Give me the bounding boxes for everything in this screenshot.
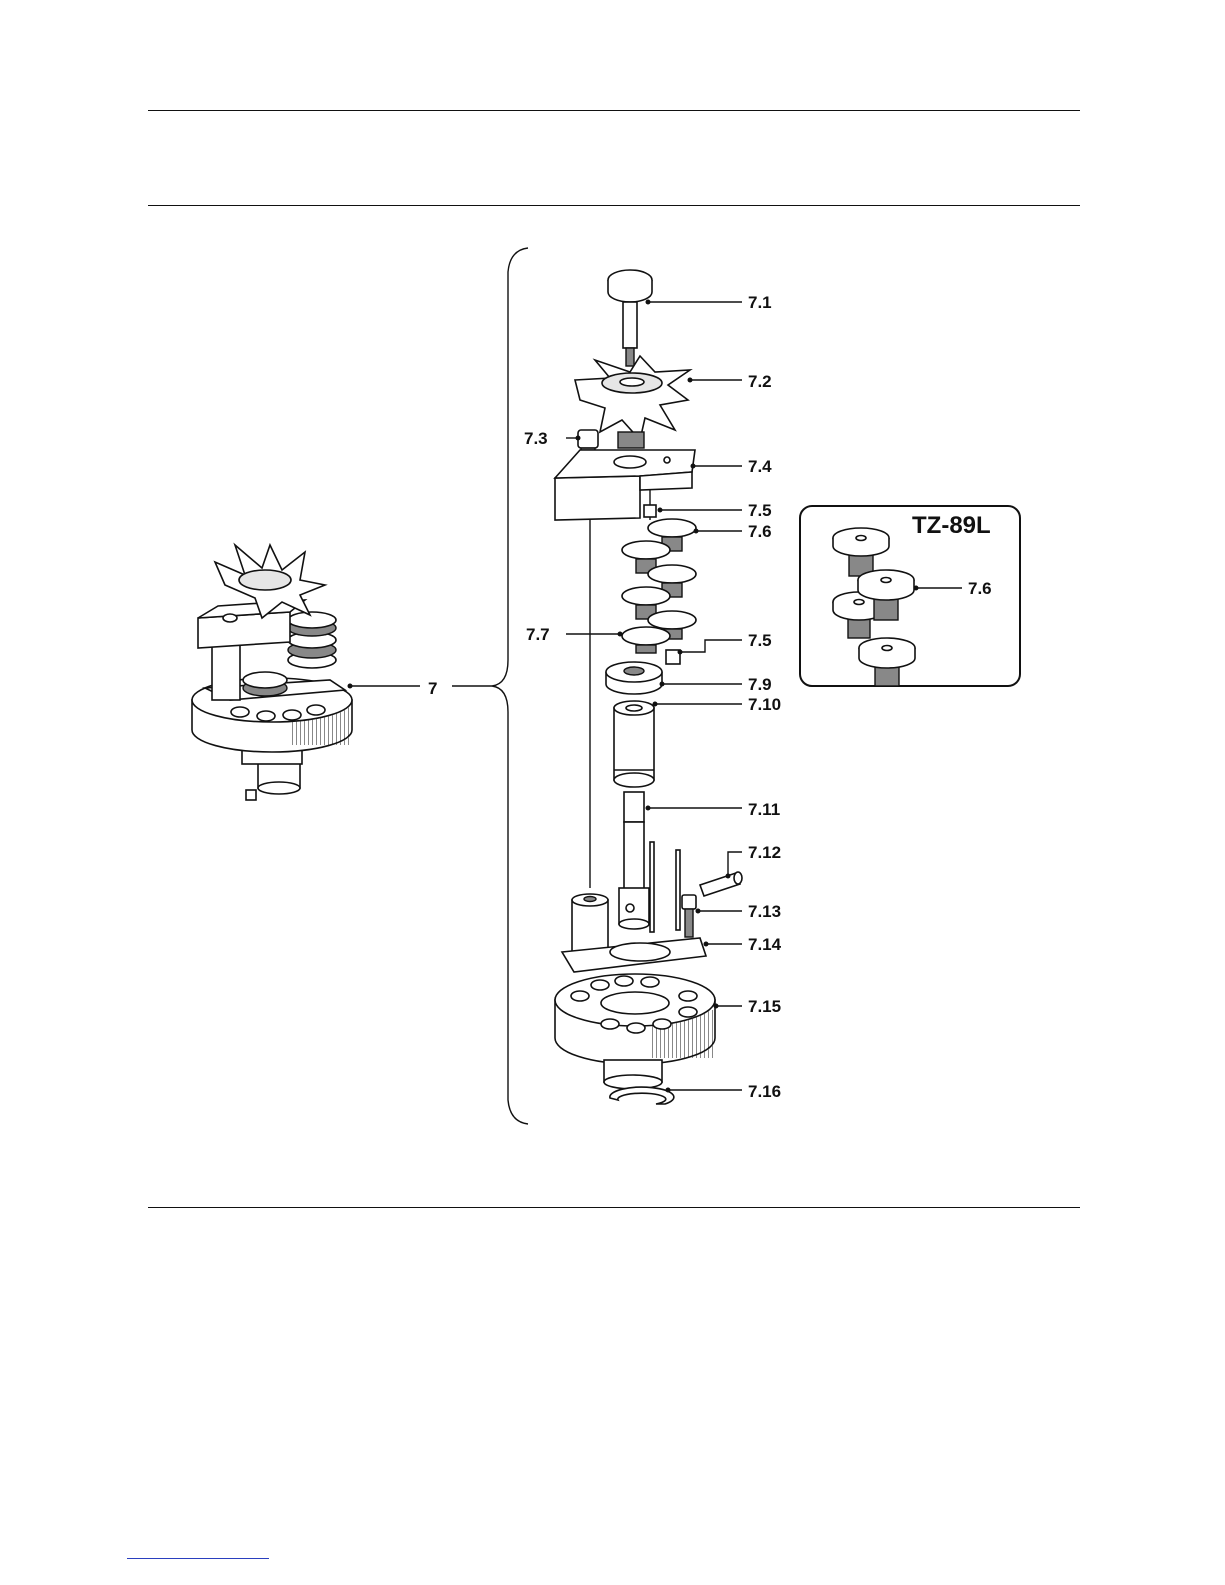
- label-7-14: 7.14: [748, 935, 782, 954]
- label-7-4: 7.4: [748, 457, 772, 476]
- label-7-12: 7.12: [748, 843, 781, 862]
- inset-label-7-6: 7.6: [968, 579, 992, 598]
- grouping-brace: [492, 248, 528, 1124]
- part-7-13-screw: [682, 895, 696, 937]
- part-7-11-shaft: [619, 792, 649, 929]
- part-7-9-nut: [606, 662, 662, 694]
- label-7-16: 7.16: [748, 1082, 781, 1101]
- label-7-10: 7.10: [748, 695, 781, 714]
- label-7-13: 7.13: [748, 902, 781, 921]
- part-7-5-sleeve-top: [644, 505, 656, 517]
- label-7-2: 7.2: [748, 372, 772, 391]
- part-7-1-screw: [608, 270, 652, 366]
- assembled-unit: [192, 545, 352, 800]
- label-7-5-top: 7.5: [748, 501, 772, 520]
- part-7-6-wheels: [622, 519, 696, 653]
- label-assembly-7: 7: [428, 679, 437, 698]
- part-7-16-circlip: [610, 1087, 674, 1104]
- label-7-9: 7.9: [748, 675, 772, 694]
- label-7-1: 7.1: [748, 293, 772, 312]
- part-7-10-bushing: [614, 701, 654, 787]
- part-7-15-base-disk: [555, 974, 715, 1089]
- inset-title: TZ-89L: [912, 512, 991, 539]
- label-7-5-bottom: 7.5: [748, 631, 772, 650]
- label-7-11: 7.11: [748, 800, 780, 819]
- part-7-12-roll-pin: [700, 872, 742, 896]
- label-7-3: 7.3: [524, 429, 548, 448]
- label-7-7: 7.7: [526, 625, 550, 644]
- label-7-15: 7.15: [748, 997, 781, 1016]
- label-7-6: 7.6: [748, 522, 772, 541]
